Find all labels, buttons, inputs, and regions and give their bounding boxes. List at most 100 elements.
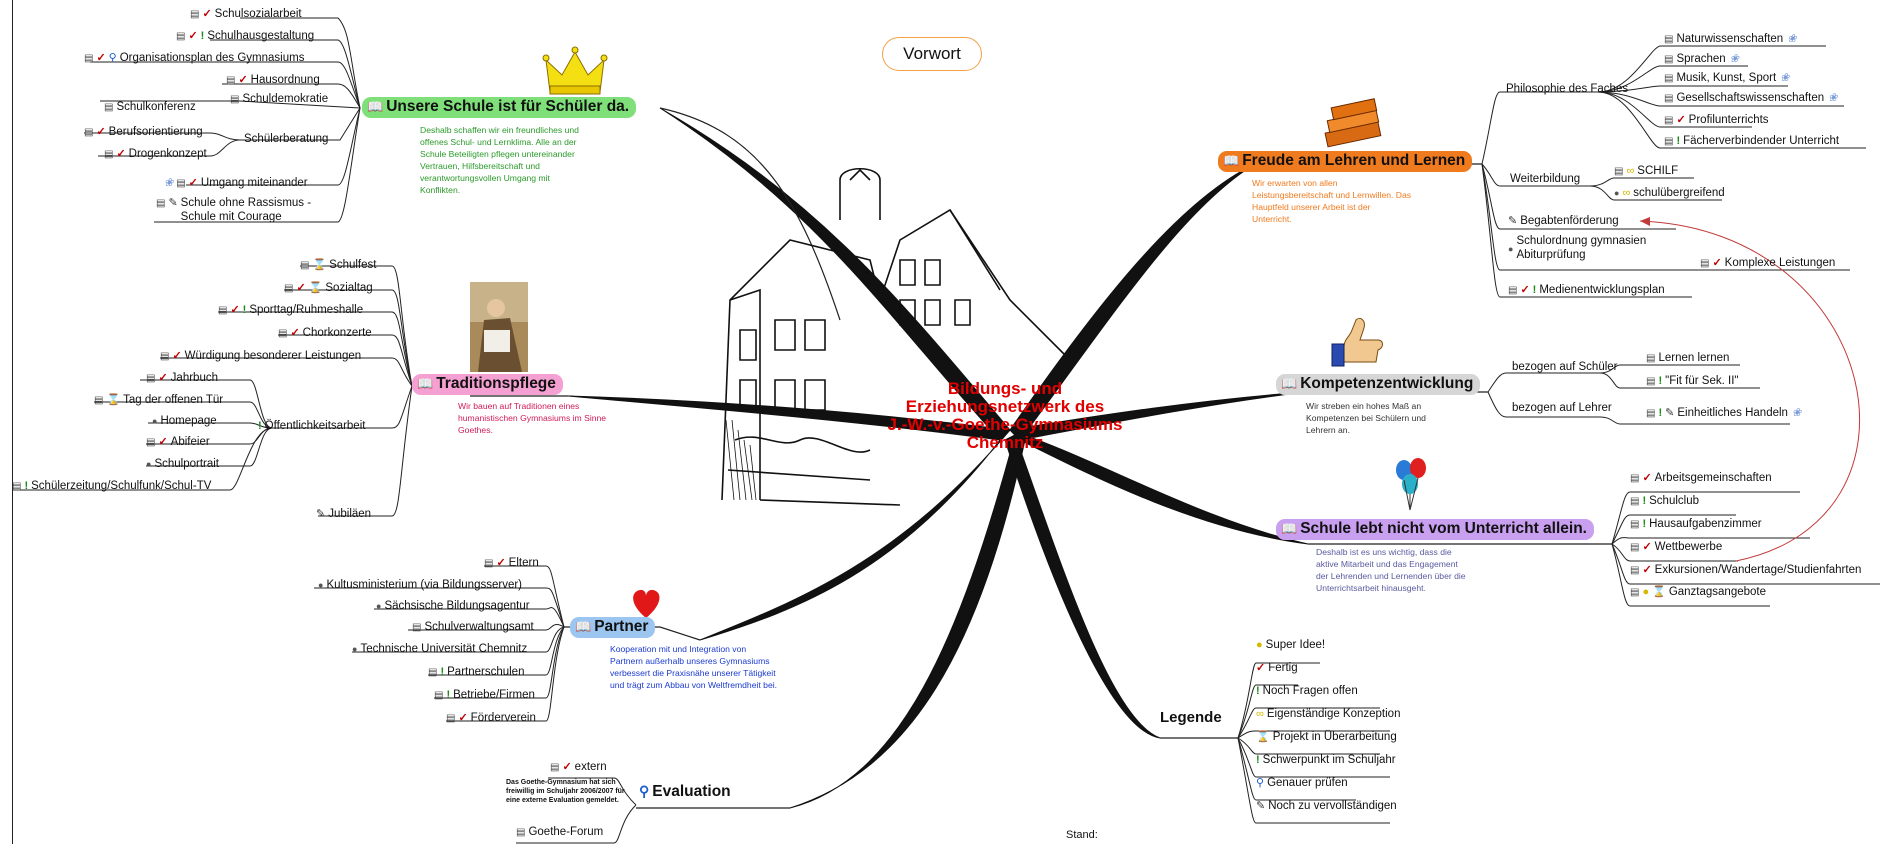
leaf-hausaufgabenzimmer[interactable]: ▤!Hausaufgabenzimmer <box>1630 517 1762 532</box>
leaf-medienentwicklungsplan[interactable]: ▤✓!Medienentwicklungsplan <box>1508 283 1665 298</box>
leaf-musik[interactable]: ▤Musik, Kunst, Sport❀ <box>1664 71 1792 86</box>
topic-label: Unsere Schule ist für Schüler da. <box>386 98 630 115</box>
leaf-schuldemokratie[interactable]: ▤Schuldemokratie <box>230 92 328 107</box>
leaf-bezogen-lehrer[interactable]: bezogen auf Lehrer <box>1512 401 1612 415</box>
check-icon: ✓ <box>188 30 198 42</box>
leaf-exkursionen[interactable]: ▤✓Exkursionen/Wandertage/Studienfahrten <box>1630 563 1861 578</box>
document-icon: ▤ <box>190 9 200 20</box>
leaf-tu-chemnitz[interactable]: ●Technische Universität Chemnitz <box>352 642 527 656</box>
leaf-organisationsplan[interactable]: ▤✓⚲Organisationsplan des Gymnasiums <box>84 51 304 66</box>
check-icon: ✓ <box>1712 257 1722 269</box>
leaf-umgang[interactable]: ❀▤✓Umgang miteinander <box>164 176 308 191</box>
leaf-oeffentlichkeitsarbeit[interactable]: !Öffentlichkeitsarbeit <box>258 419 365 433</box>
vorwort-bubble[interactable]: Vorwort <box>882 37 982 71</box>
leaf-berufsorientierung[interactable]: ▤✓Berufsorientierung <box>84 125 203 140</box>
topic-schule-lebt[interactable]: 📖Schule lebt nicht vom Unterricht allein… <box>1276 519 1594 540</box>
leaf-profilunterricht[interactable]: ▤✓Profilunterrichts <box>1664 113 1769 128</box>
leaf-label: Fächerverbindender Unterricht <box>1683 135 1840 147</box>
leaf-label: Naturwissenschaften <box>1676 33 1784 45</box>
leaf-kultusministerium[interactable]: ●Kultusministerium (via Bildungsserver) <box>318 578 522 592</box>
topic-kompetenzentwicklung[interactable]: 📖Kompetenzentwicklung <box>1276 374 1481 395</box>
leaf-schuluebergreifend[interactable]: ●∞schulübergreifend <box>1614 186 1725 200</box>
leaf-lernen-lernen[interactable]: ▤Lernen lernen <box>1646 351 1729 366</box>
leaf-fit-sek2[interactable]: ▤!"Fit für Sek. II" <box>1646 374 1738 389</box>
leaf-label: Sozialtag <box>325 282 373 294</box>
leaf-gesellschaft[interactable]: ▤Gesellschaftswissenschaften❀ <box>1664 91 1840 106</box>
leaf-jubilaeen[interactable]: ✎Jubiläen <box>316 507 371 521</box>
leaf-label: Schulhausgestaltung <box>207 30 315 42</box>
leaf-drogenkonzept[interactable]: ▤✓Drogenkonzept <box>104 147 207 162</box>
leaf-eltern[interactable]: ▤✓Eltern <box>484 556 539 571</box>
document-icon: ▤ <box>1630 473 1640 484</box>
document-icon: ▤ <box>218 305 228 316</box>
leaf-komplexe-leistungen[interactable]: ▤✓Komplexe Leistungen <box>1700 256 1835 271</box>
leaf-abifeier[interactable]: ▤✓Abifeier <box>146 435 210 450</box>
exclamation-icon: ! <box>1642 495 1647 507</box>
leaf-label-line2: Schule mit Courage <box>180 211 282 223</box>
topic-description: Das Goethe-Gymnasium hat sich freiwillig… <box>506 779 625 804</box>
leaf-sporttag[interactable]: ▤✓!Sporttag/Ruhmeshalle <box>218 303 363 318</box>
check-icon: ✓ <box>158 372 168 384</box>
leaf-arbeitsgemeinschaften[interactable]: ▤✓Arbeitsgemeinschaften <box>1630 471 1772 486</box>
leaf-extern[interactable]: ▤✓extern <box>550 760 607 775</box>
check-icon: ✓ <box>296 282 306 294</box>
leaf-wettbewerbe[interactable]: ▤✓Wettbewerbe <box>1630 540 1722 555</box>
leaf-naturwissenschaften[interactable]: ▤Naturwissenschaften❀ <box>1664 32 1799 47</box>
leaf-schilf[interactable]: ▤∞SCHILF <box>1614 164 1678 179</box>
leaf-label: Umgang miteinander <box>200 177 308 189</box>
topic-freude[interactable]: 📖Freude am Lehren und Lernen <box>1218 151 1473 172</box>
leaf-betriebe[interactable]: ▤!Betriebe/Firmen <box>434 688 535 703</box>
leaf-label: Eltern <box>508 557 539 569</box>
leaf-wuerdigung[interactable]: ▤✓Würdigung besonderer Leistungen <box>160 349 361 364</box>
central-topic[interactable]: Bildungs- und Erziehungsnetzwerk des J.-… <box>860 380 1150 452</box>
leaf-bildungsagentur[interactable]: ●Sächsische Bildungsagentur <box>376 599 530 613</box>
document-icon: ▤ <box>104 149 114 160</box>
topic-label: Traditionspflege <box>436 375 556 392</box>
leaf-weiterbildung[interactable]: Weiterbildung <box>1510 172 1580 186</box>
leaf-label: Noch Fragen offen <box>1262 685 1358 697</box>
leaf-partnerschulen[interactable]: ▤!Partnerschulen <box>428 665 524 680</box>
topic-unsere-schule[interactable]: 📖Unsere Schule ist für Schüler da. <box>362 97 637 118</box>
leaf-schulfest[interactable]: ▤⌛Schulfest <box>300 258 376 273</box>
leaf-rassismus[interactable]: ▤✎Schule ohne Rassismus -Schule mit Cour… <box>156 196 311 224</box>
leaf-schuelerzeitung[interactable]: ▤!Schülerzeitung/Schulfunk/Schul-TV <box>12 479 211 494</box>
topic-partner[interactable]: 📖Partner <box>570 617 656 638</box>
exclamation-icon: ! <box>242 304 247 316</box>
leaf-schulsozialarbeit[interactable]: ▤✓Schulsozialarbeit <box>190 7 302 22</box>
document-icon: ▤ <box>1508 285 1518 296</box>
leaf-schulhausgestaltung[interactable]: ▤✓!Schulhausgestaltung <box>176 29 314 44</box>
leaf-tag-offen[interactable]: ▤⌛Tag der offenen Tür <box>94 393 223 408</box>
leaf-hausordnung[interactable]: ▤✓Hausordnung <box>226 73 320 88</box>
leaf-begabtenfoerderung[interactable]: ✎Begabtenförderung <box>1508 214 1619 228</box>
leaf-schulverwaltungsamt[interactable]: ▤Schulverwaltungsamt <box>412 620 534 635</box>
check-icon: ✓ <box>458 712 468 724</box>
leaf-sprachen[interactable]: ▤Sprachen❀ <box>1664 52 1742 67</box>
leaf-bezogen-schueler[interactable]: bezogen auf Schüler <box>1512 360 1618 374</box>
feather-icon: ❀ <box>164 177 174 189</box>
leaf-schulkonferenz[interactable]: ▤Schulkonferenz <box>104 100 196 115</box>
leaf-schuelerberatung[interactable]: Schülerberatung <box>244 132 328 146</box>
topic-traditionspflege[interactable]: 📖Traditionspflege <box>412 374 563 395</box>
leaf-jahrbuch[interactable]: ▤✓Jahrbuch <box>146 371 218 386</box>
leaf-schulclub[interactable]: ▤!Schulclub <box>1630 494 1699 509</box>
document-icon: ▤ <box>516 827 526 838</box>
feather-icon: ❀ <box>1729 53 1739 65</box>
exclamation-icon: ! <box>1642 518 1647 530</box>
leaf-chorkonzerte[interactable]: ▤✓Chorkonzerte <box>278 326 372 341</box>
topic-description: Wir streben ein hohes Maß an Kompetenzen… <box>1306 401 1426 435</box>
leaf-ganztagsangebote[interactable]: ▤●⌛Ganztagsangebote <box>1630 585 1766 600</box>
document-icon: ▤ <box>1700 258 1710 269</box>
topic-evaluation[interactable]: ⚲Evaluation <box>634 782 738 803</box>
document-icon: ▤ <box>1630 587 1640 598</box>
leaf-schulportrait[interactable]: ●Schulportrait <box>146 457 219 471</box>
leaf-homepage[interactable]: ●Homepage <box>152 414 217 428</box>
leaf-sozialtag[interactable]: ▤✓⌛Sozialtag <box>284 281 373 296</box>
leaf-einheitliches-handeln[interactable]: ▤!✎Einheitliches Handeln❀ <box>1646 406 1804 421</box>
leaf-faecherverbindend[interactable]: ▤!Fächerverbindender Unterricht <box>1664 134 1839 149</box>
leaf-philosophie[interactable]: Philosophie des Faches <box>1506 82 1628 96</box>
leaf-foerderverein[interactable]: ▤✓Förderverein <box>446 711 536 726</box>
leaf-label: Hausaufgabenzimmer <box>1649 518 1762 530</box>
topic-legende[interactable]: Legende <box>1160 709 1222 726</box>
leaf-goethe-forum[interactable]: ▤Goethe-Forum <box>516 825 603 840</box>
